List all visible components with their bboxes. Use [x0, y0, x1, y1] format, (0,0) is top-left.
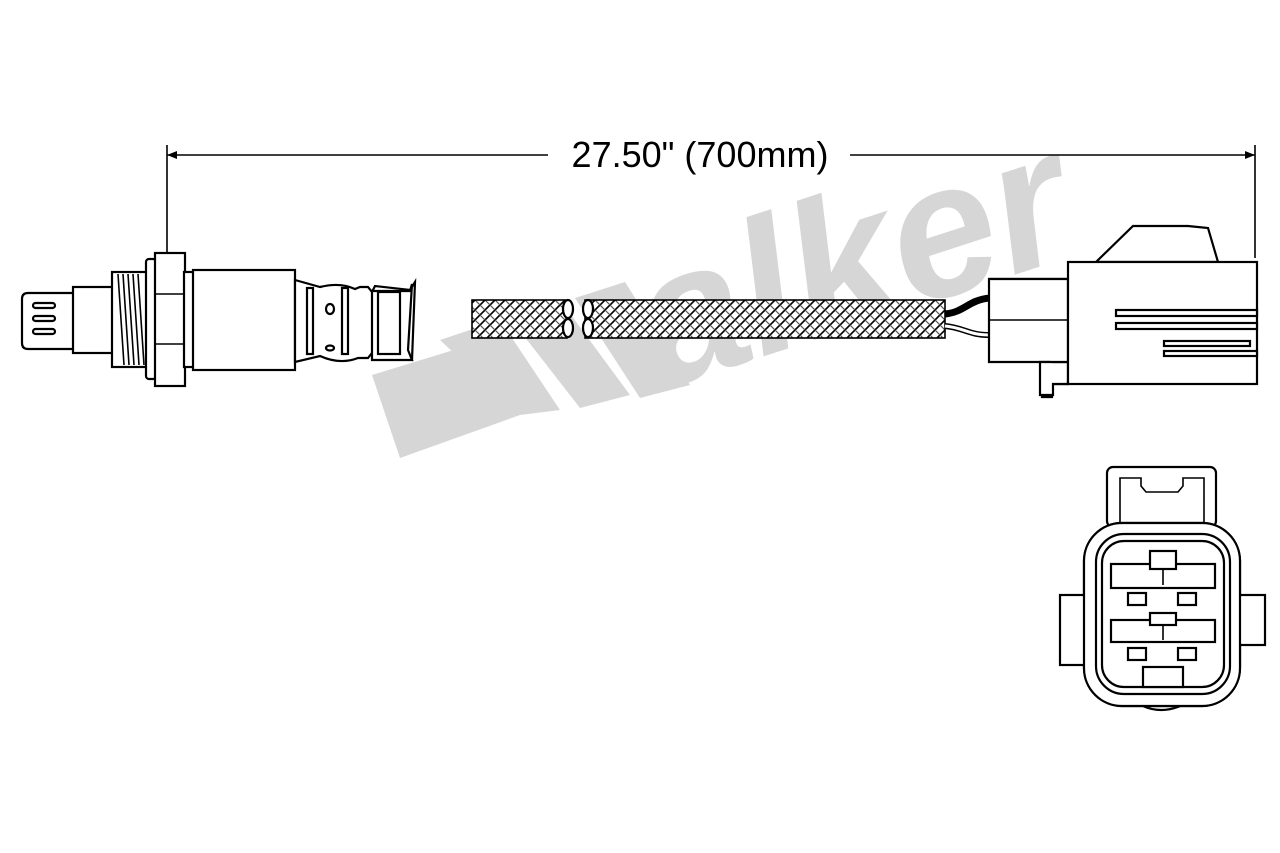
dimension-label: 27.50" (700mm): [572, 134, 829, 175]
sensor-body: [20, 251, 417, 388]
braided-cable: [471, 298, 946, 339]
hex-nut: [153, 251, 187, 388]
sensor-shell: [191, 268, 297, 372]
length-dimension: 27.50" (700mm): [166, 134, 1256, 258]
connector-side-view: [987, 224, 1259, 399]
sensor-neck: [71, 285, 115, 355]
connector-face-view: [1058, 465, 1267, 711]
wire-leads: [944, 294, 991, 338]
